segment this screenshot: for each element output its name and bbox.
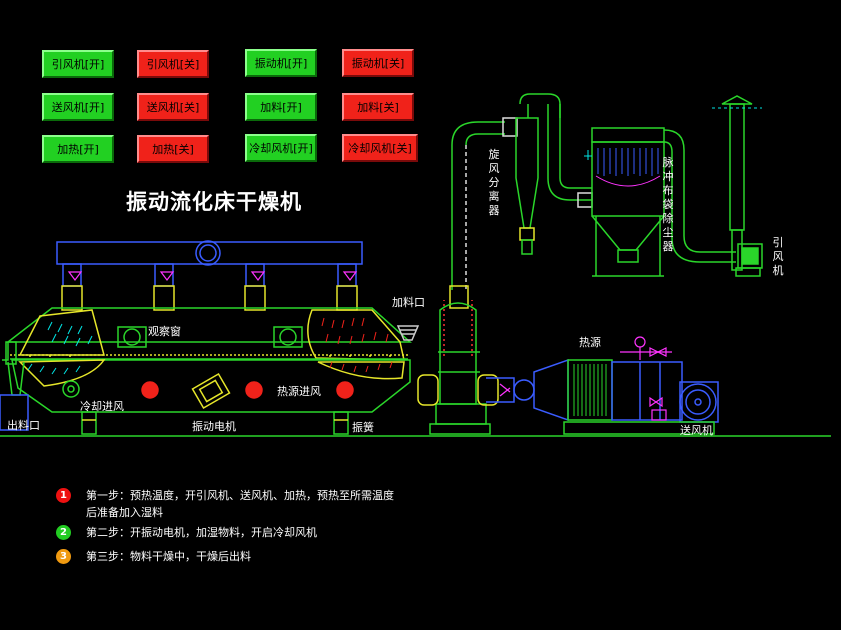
step-2-badge: 2 (56, 525, 71, 540)
cyclone-label: 旋风分离器 (488, 148, 500, 217)
feed-off-button[interactable]: 加料[关] (342, 93, 414, 121)
induced-fan-on-button[interactable]: 引风机[开] (42, 50, 114, 78)
step-3-badge: 3 (56, 549, 71, 564)
heating-off-button[interactable]: 加热[关] (137, 135, 209, 163)
step-1-text: 第一步：预热温度，开引风机、送风机、加热，预热至所需温度后准备加入湿料 (86, 489, 394, 519)
feed-inlet-label: 加料口 (392, 296, 425, 309)
cooling-air-inlet-label: 冷却进风 (80, 400, 124, 413)
blower-label: 送风机 (680, 424, 713, 437)
cooling-fan-on-button[interactable]: 冷却风机[开] (245, 134, 317, 162)
step-1-badge: 1 (56, 488, 71, 503)
heat-air-inlet-label: 热源进风 (277, 385, 321, 398)
discharge-outlet-label: 出料口 (7, 419, 40, 432)
page-title: 振动流化床干燥机 (126, 190, 302, 214)
cooling-fan-off-button[interactable]: 冷却风机[关] (342, 134, 418, 162)
spring-label: 振簧 (352, 421, 374, 434)
step-3-text: 第三步：物料干燥中，干燥后出料 (86, 550, 251, 563)
heating-on-button[interactable]: 加热[开] (42, 135, 114, 163)
blower-on-button[interactable]: 送风机[开] (42, 93, 114, 121)
vibration-motor-label: 振动电机 (192, 420, 236, 433)
induced-fan-label: 引风机 (772, 236, 784, 277)
vibrator-on-button[interactable]: 振动机[开] (245, 49, 317, 77)
blower-off-button[interactable]: 送风机[关] (137, 93, 209, 121)
fluid-bed-dryer (0, 240, 420, 435)
vibrator-off-button[interactable]: 振动机[关] (342, 49, 414, 77)
induced-fan-off-button[interactable]: 引风机[关] (137, 50, 209, 78)
step-2-text: 第二步：开振动电机，加湿物料，开启冷却风机 (86, 526, 317, 539)
feed-on-button[interactable]: 加料[开] (245, 93, 317, 121)
heat-source-label: 热源 (579, 336, 601, 349)
observation-window-label: 观察窗 (148, 325, 181, 338)
bag-filter-label: 脉冲布袋除尘器 (662, 156, 674, 253)
